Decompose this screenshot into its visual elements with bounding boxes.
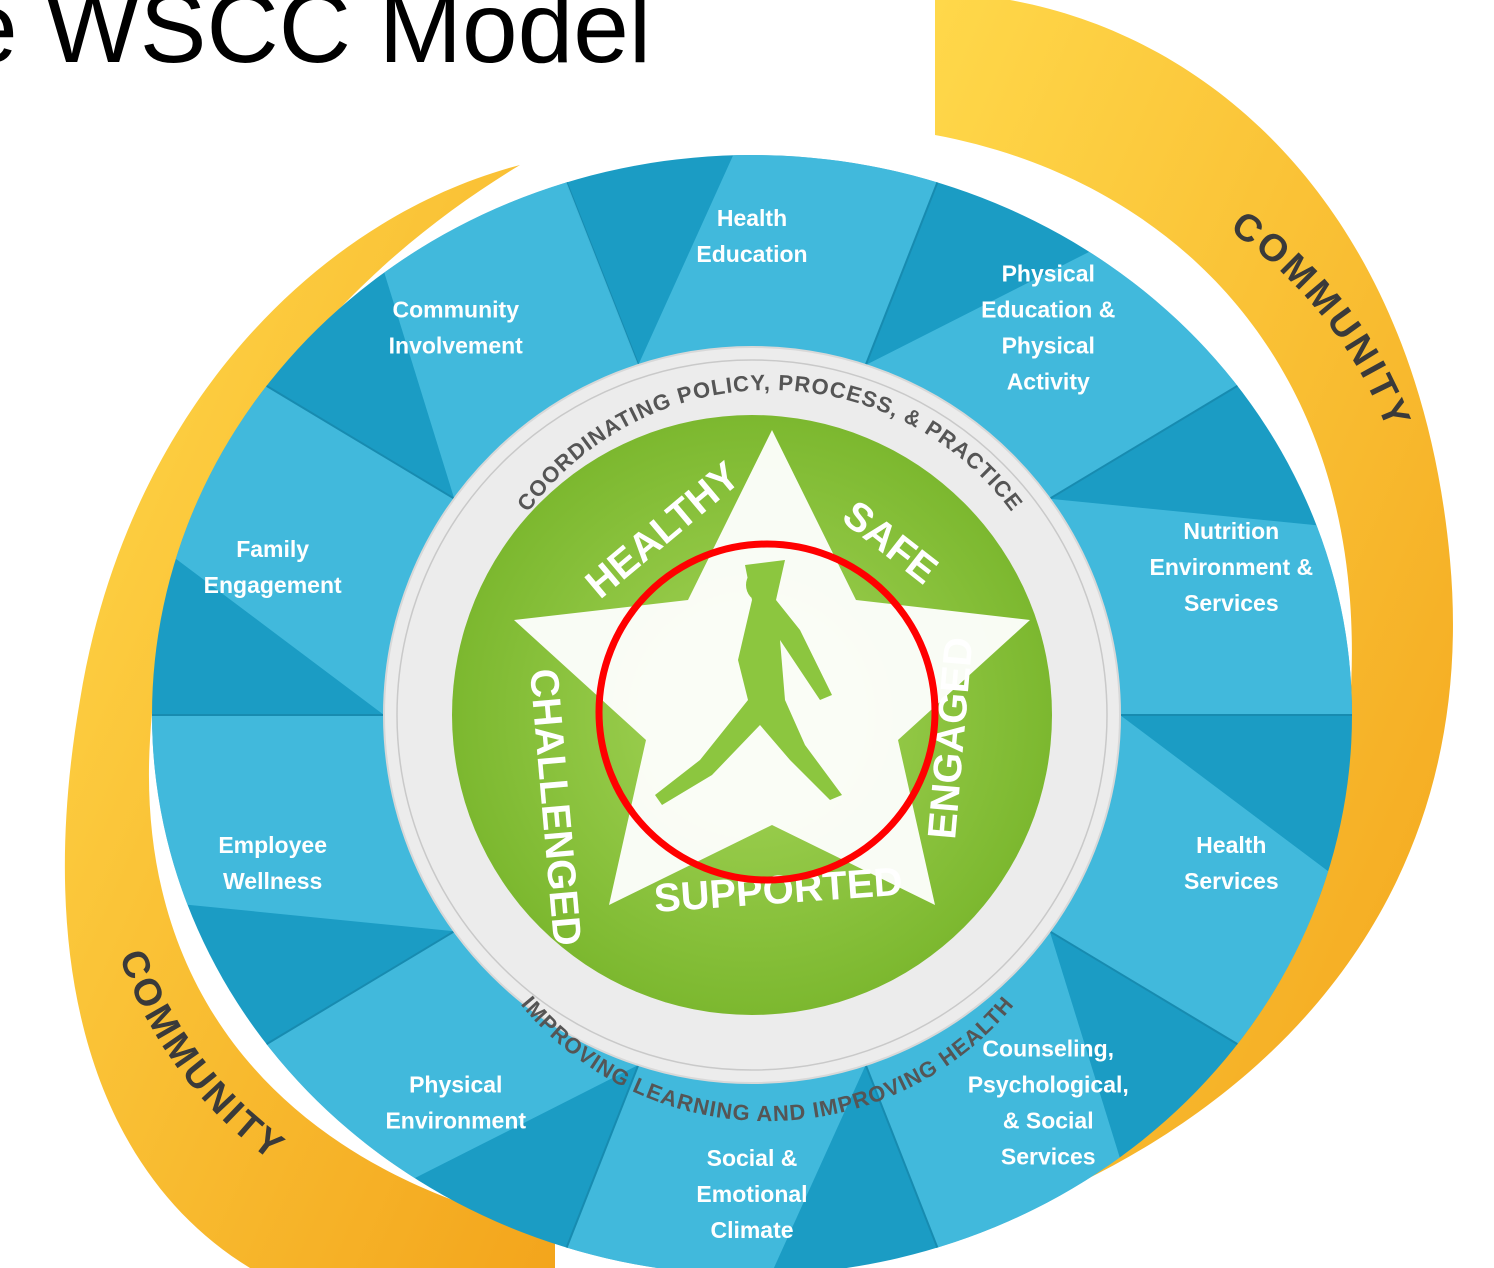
jumping-figure-icon: [655, 560, 842, 805]
segment-divider: [266, 930, 455, 1046]
component-wheel: [152, 155, 1352, 1268]
page-title: e WSCC Model: [0, 0, 652, 84]
segment-highlight: [266, 931, 639, 1179]
segment-divider: [1049, 384, 1238, 500]
segment-divider: [1049, 930, 1238, 1046]
segment-highlight: [384, 182, 639, 499]
segment-divider: [266, 384, 455, 500]
segment-highlight: [152, 715, 455, 932]
segment-highlight: [1049, 715, 1329, 1045]
segment-highlight: [566, 1064, 866, 1268]
segment-highlight: [175, 385, 455, 715]
ring-inner-line: [396, 359, 1108, 1071]
segment-highlight: [865, 931, 1120, 1248]
segment-highlight: [1049, 498, 1352, 715]
community-band-bottom-left: [64, 165, 556, 1268]
community-band-top-right: [935, 0, 1453, 1215]
segment-highlight: [865, 251, 1238, 499]
segment-divider: [565, 1064, 640, 1248]
segment-divider: [864, 1064, 939, 1248]
segment-highlight: [638, 155, 938, 366]
highlight-circle: [595, 540, 939, 884]
segment-divider: [864, 182, 939, 366]
